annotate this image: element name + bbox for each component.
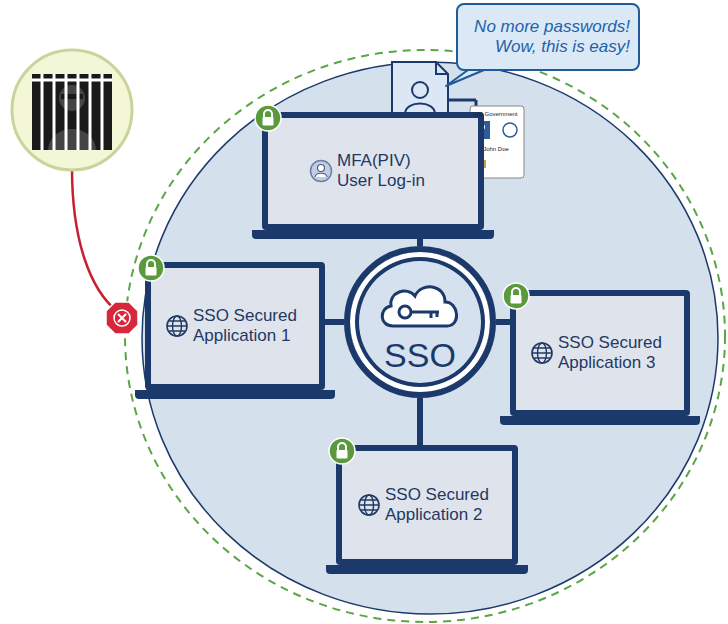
screen-row: MFA(PIV) User Log-in [309,151,437,190]
screen-row: SSO Secured Application 1 [165,306,305,345]
screen-row: SSO Secured Application 2 [357,485,497,524]
speech-bubble: No more passwords! Wow, this is easy! [456,3,640,71]
laptop-base [500,416,700,425]
connector [420,398,421,445]
card-text: US Government [474,111,517,117]
screen-label: SSO Secured Application 2 [385,485,497,524]
laptop-base [252,230,494,239]
lock-badge [137,254,165,282]
globe-icon [530,341,554,365]
block-line [72,168,118,312]
screen-label: SSO Secured Application 3 [558,333,670,372]
lock-badge [254,104,282,132]
trust-zone [142,62,718,614]
stop-sign [106,302,138,334]
laptop-screen: SSO Secured Application 2 [336,445,518,565]
laptop-base [326,565,528,574]
screen-label: SSO Secured Application 1 [193,306,305,345]
speech-text: No more passwords! Wow, this is easy! [466,17,630,58]
laptop-base [135,390,335,399]
screen-label: MFA(PIV) User Log-in [337,151,437,190]
globe-icon [165,314,189,338]
lock-badge [328,437,356,465]
screen-row: SSO Secured Application 3 [530,333,670,372]
speech-tail [446,70,484,86]
laptop-screen: MFA(PIV) User Log-in [262,112,484,230]
cloud-key-icon [375,276,465,332]
laptop-screen: SSO Secured Application 3 [510,290,690,416]
laptop-screen: SSO Secured Application 1 [145,262,325,390]
dashed-boundary [125,50,725,622]
connector [325,322,344,323]
jail-icon [12,50,132,170]
user-icon [309,159,333,183]
connector [496,322,510,323]
globe-icon [357,493,381,517]
hub-label: SSO [384,338,456,372]
lock-badge [502,282,530,310]
card-text: John Doe [483,146,509,152]
sso-hub: SSO [344,246,496,398]
